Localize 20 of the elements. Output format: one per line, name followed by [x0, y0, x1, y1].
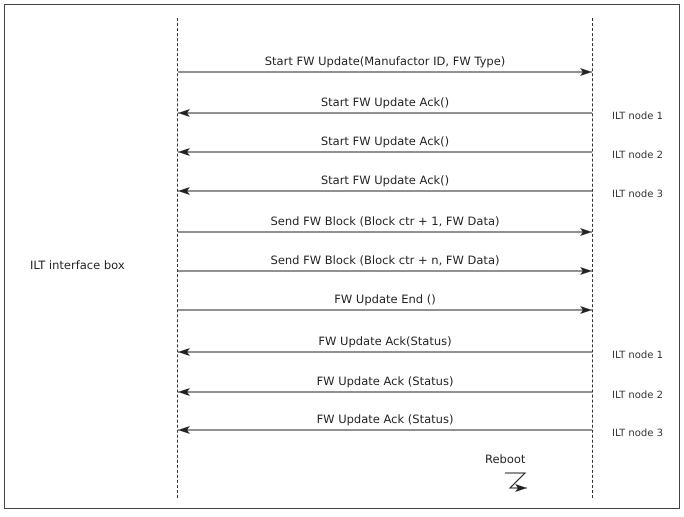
message-arrow	[178, 267, 592, 275]
node-name: ILT node 1	[612, 111, 663, 122]
lifeline	[592, 18, 594, 498]
node-name: ILT node 2	[612, 150, 663, 161]
message-arrow	[178, 109, 592, 117]
message-arrow	[178, 306, 592, 314]
message-arrow	[178, 148, 592, 156]
participant-label: ILT interface box	[30, 258, 125, 272]
message-arrow	[178, 187, 592, 195]
message-arrow	[178, 228, 592, 236]
message-arrow	[178, 348, 592, 356]
note-text: Reboot	[485, 452, 526, 466]
message-arrow	[178, 426, 592, 434]
node-name: ILT node 1	[612, 350, 663, 361]
node-name: ILT node 2	[612, 390, 663, 401]
lifeline	[30, 18, 178, 498]
node-name: ILT node 3	[612, 428, 663, 439]
message-arrow	[178, 388, 592, 396]
node-name: ILT node 3	[612, 189, 663, 200]
message-arrow	[178, 68, 592, 76]
